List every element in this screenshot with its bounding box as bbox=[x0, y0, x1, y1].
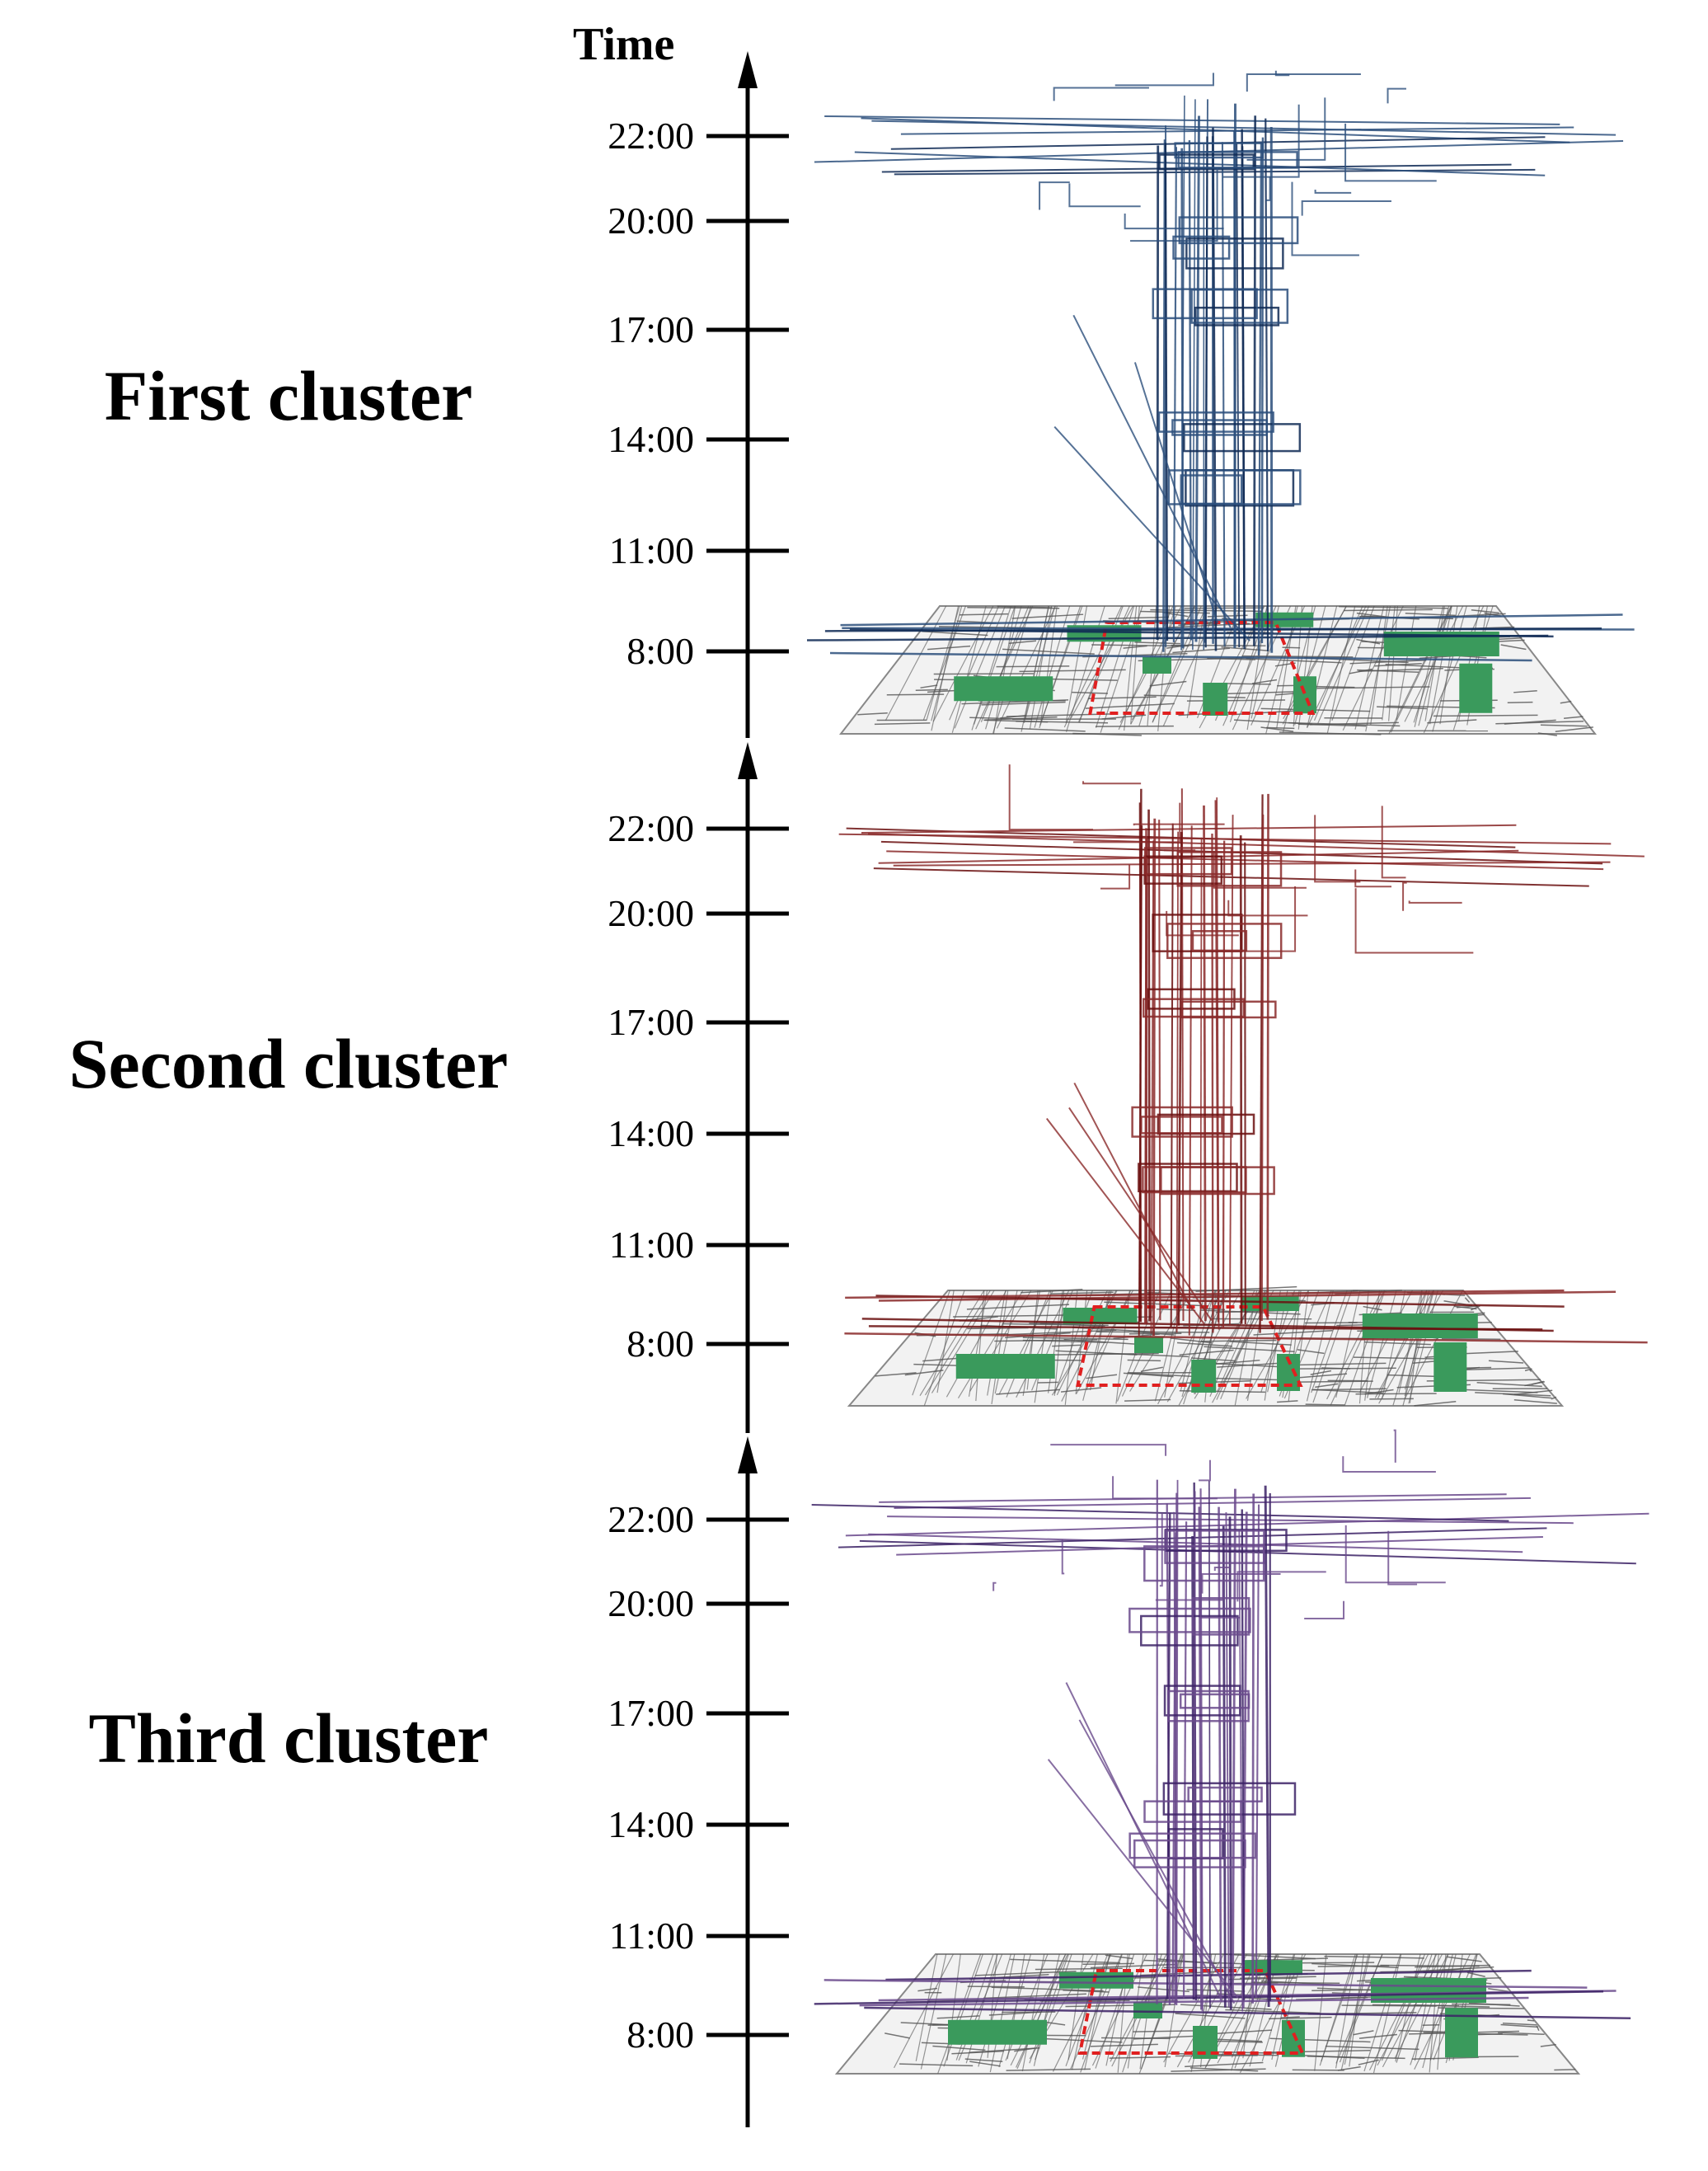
time-tick-label: 8:00 bbox=[626, 2014, 694, 2056]
green-space bbox=[1203, 683, 1228, 716]
green-space bbox=[948, 2019, 1047, 2045]
green-space bbox=[1133, 2002, 1162, 2018]
city-map-plane-2 bbox=[847, 1285, 1565, 1407]
green-space bbox=[1293, 676, 1316, 714]
time-tick-label: 17:00 bbox=[608, 1692, 694, 1734]
time-tick-label: 20:00 bbox=[608, 200, 694, 242]
cluster-title-second: Second cluster bbox=[68, 1024, 509, 1103]
green-space bbox=[1362, 1313, 1478, 1338]
study-area-boundary bbox=[1077, 1969, 1306, 2055]
cluster-title-first: First cluster bbox=[104, 356, 473, 435]
green-space bbox=[1134, 1337, 1163, 1353]
time-tick-label: 14:00 bbox=[608, 418, 694, 460]
green-space bbox=[1241, 1296, 1299, 1311]
time-tick-label: 22:00 bbox=[608, 115, 694, 157]
time-tick-label: 17:00 bbox=[608, 308, 694, 350]
time-tick-label: 8:00 bbox=[626, 1323, 694, 1365]
green-space bbox=[1191, 1360, 1217, 1393]
trajectories-cluster-2 bbox=[838, 764, 1648, 1344]
study-area-boundary bbox=[1076, 1305, 1303, 1387]
time-axis-arrow bbox=[738, 51, 758, 88]
green-space bbox=[954, 676, 1053, 702]
time-tick-label: 17:00 bbox=[608, 1001, 694, 1043]
green-space bbox=[1434, 1342, 1467, 1392]
time-tick-label: 20:00 bbox=[608, 892, 694, 934]
time-tick-label: 14:00 bbox=[608, 1803, 694, 1845]
time-tick-label: 11:00 bbox=[609, 1224, 694, 1266]
cluster-panel-2: 22:00 20:00 17:00 14:00 11:00 8:00 bbox=[608, 742, 789, 1433]
trajectories-cluster-3 bbox=[811, 1429, 1649, 2019]
trajectories-cluster-1 bbox=[806, 70, 1635, 662]
cluster-title-third: Third cluster bbox=[88, 1699, 489, 1778]
time-axis-arrow bbox=[738, 742, 758, 779]
green-space bbox=[955, 1354, 1055, 1379]
green-space bbox=[1459, 663, 1493, 713]
time-axis-title: Time bbox=[573, 19, 675, 70]
time-tick-label: 14:00 bbox=[608, 1112, 694, 1154]
time-tick-label: 22:00 bbox=[608, 1498, 694, 1540]
time-tick-label: 22:00 bbox=[608, 807, 694, 849]
green-space bbox=[1063, 1308, 1138, 1324]
city-map-plane-1 bbox=[838, 605, 1598, 736]
time-tick-label: 8:00 bbox=[626, 630, 694, 672]
green-space bbox=[1143, 657, 1171, 674]
cluster-panel-3: 22:00 20:00 17:00 14:00 11:00 8:00 bbox=[608, 1436, 789, 2127]
time-tick-label: 11:00 bbox=[609, 1915, 694, 1957]
time-tick-label: 11:00 bbox=[609, 529, 694, 571]
cluster-panel-1: 22:00 20:00 17:00 14:00 11:00 8:00 bbox=[608, 51, 789, 738]
study-area-boundary bbox=[1088, 621, 1316, 715]
time-axis-arrow bbox=[738, 1436, 758, 1473]
time-tick-label: 20:00 bbox=[608, 1582, 694, 1624]
